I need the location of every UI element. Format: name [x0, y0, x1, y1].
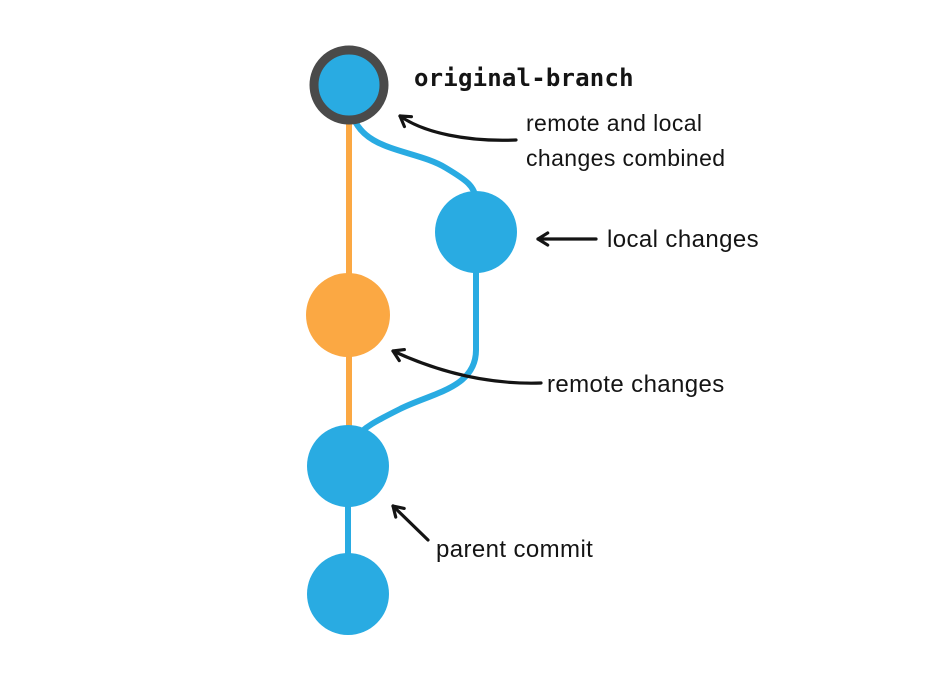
- parent-commit-node: [307, 425, 389, 507]
- remote-commit-node: [306, 273, 390, 357]
- combined-annotation-line1: remote and local: [526, 110, 703, 136]
- base-commit-node: [307, 553, 389, 635]
- combined-annotation-arrow: [398, 114, 518, 142]
- parent-annotation-arrow: [391, 504, 430, 542]
- parent-commit-label: parent commit: [436, 536, 594, 563]
- local-branch-curve-top: [349, 110, 479, 203]
- combined-annotation-line2: changes combined: [526, 145, 726, 171]
- remote-changes-label: remote changes: [547, 371, 725, 398]
- combined-annotation-label: remote and local changes combined: [526, 106, 725, 176]
- local-branch-curve-bottom: [352, 237, 479, 442]
- merged-commit-node: [309, 45, 389, 125]
- remote-annotation-arrow: [391, 347, 543, 385]
- local-changes-label: local changes: [607, 226, 759, 253]
- branch-name-label: original-branch: [414, 64, 634, 92]
- local-commit-node: [435, 191, 517, 273]
